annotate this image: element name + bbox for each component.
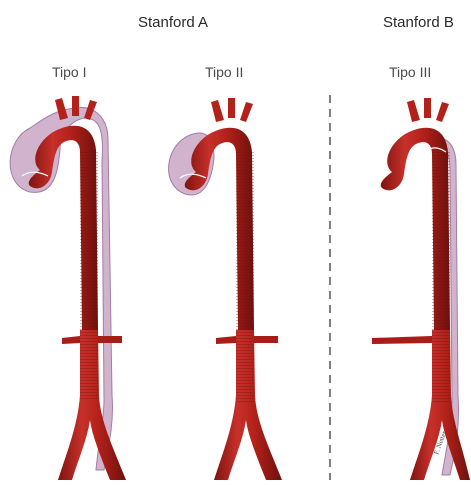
aorta-tipo-ii — [169, 98, 282, 480]
aorta-texture — [432, 152, 450, 402]
aorta-texture — [80, 150, 98, 400]
aorta-texture — [236, 152, 254, 402]
renal-arteries-tipo-iii — [372, 336, 432, 344]
aorta-tipo-i — [10, 96, 126, 480]
aorta-tipo-iii: F. Netter — [372, 98, 470, 480]
arch-branches-tipo-ii — [211, 98, 253, 122]
arch-branches-tipo-iii — [407, 98, 449, 122]
